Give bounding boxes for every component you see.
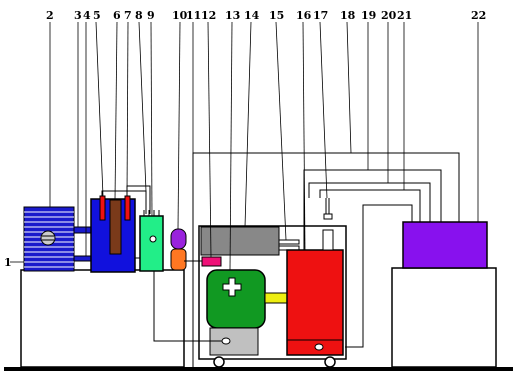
yellow-coupler (264, 292, 288, 304)
label-22: 22 (471, 9, 486, 22)
motor-cross (222, 277, 242, 297)
left-table (20, 269, 185, 368)
connector-pipe (73, 226, 93, 234)
striped-blue-unit (23, 206, 75, 272)
connection-lines (153, 152, 460, 367)
label-17: 17 (313, 9, 328, 22)
label-20: 20 (381, 9, 397, 22)
pump-enclosure (198, 225, 347, 360)
label-2: 2 (46, 9, 54, 22)
label-8: 8 (135, 9, 143, 22)
red-tank (286, 249, 344, 356)
label-15: 15 (269, 9, 284, 22)
pink-block (201, 256, 222, 267)
label-13: 13 (225, 9, 240, 22)
label-7: 7 (124, 9, 132, 22)
label-14: 14 (244, 9, 260, 22)
pump-port (221, 337, 231, 345)
label-4: 4 (83, 9, 91, 22)
label-21: 21 (397, 9, 412, 22)
red-tank-port (314, 343, 324, 351)
label-12: 12 (201, 9, 216, 22)
vial (170, 228, 187, 271)
grey-controller (200, 226, 280, 256)
label-6: 6 (113, 9, 121, 22)
label-10: 10 (172, 9, 188, 22)
green-meter (139, 210, 164, 272)
probe-tip (323, 213, 333, 220)
ground-line (4, 367, 513, 371)
green-motor (206, 269, 266, 329)
wheel-right (324, 356, 336, 368)
reservoir-wire (101, 190, 147, 214)
label-3: 3 (74, 9, 82, 22)
label-16: 16 (296, 9, 312, 22)
wheel-left (213, 356, 225, 368)
connector-pipe-lower (73, 255, 93, 262)
right-table (391, 267, 497, 368)
purple-computer (402, 221, 488, 269)
blue-reservoir (90, 195, 136, 273)
leader-lines (10, 21, 479, 271)
tank-inlet (322, 229, 334, 251)
pipe-15a (278, 239, 300, 245)
label-5: 5 (93, 9, 101, 22)
label-11: 11 (186, 9, 201, 22)
label-9: 9 (147, 9, 155, 22)
label-19: 19 (361, 9, 376, 22)
label-18: 18 (340, 9, 356, 22)
label-1: 1 (4, 256, 12, 269)
